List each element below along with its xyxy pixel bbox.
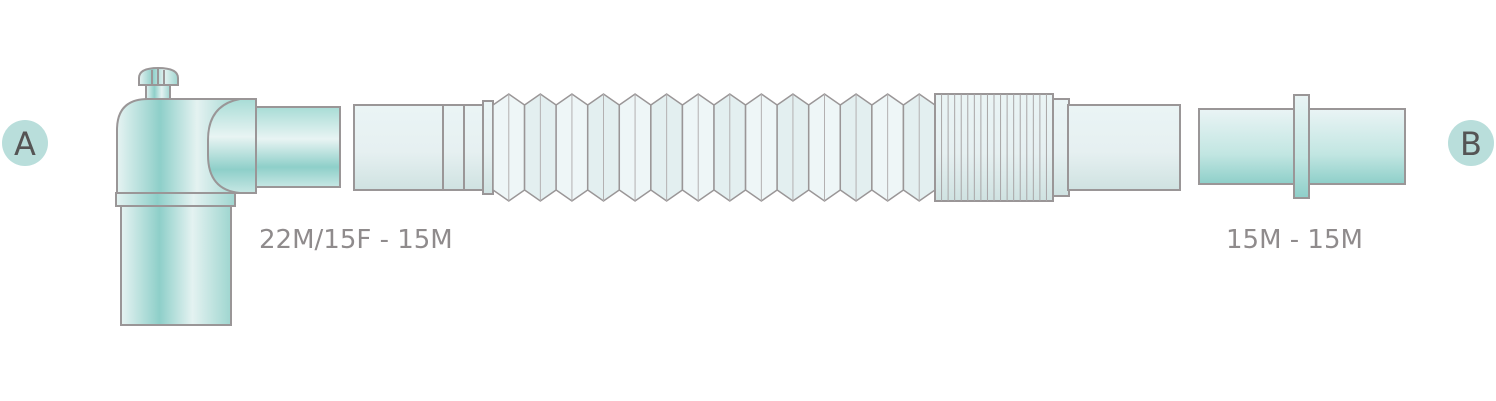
endpoint-b-badge: B [1448,120,1494,166]
flex-tube [353,93,1181,202]
endpoint-b-label: B [1460,125,1482,163]
adapter-size-label: 15M - 15M [1226,225,1363,255]
endpoint-a-badge: A [2,120,48,166]
straight-adapter [1198,94,1406,199]
bellows-section [492,93,936,202]
ribbed-section [941,94,1047,201]
elbow-size-label: 22M/15F - 15M [259,225,453,255]
endpoint-a-label: A [14,125,36,163]
elbow-connector [115,66,341,326]
